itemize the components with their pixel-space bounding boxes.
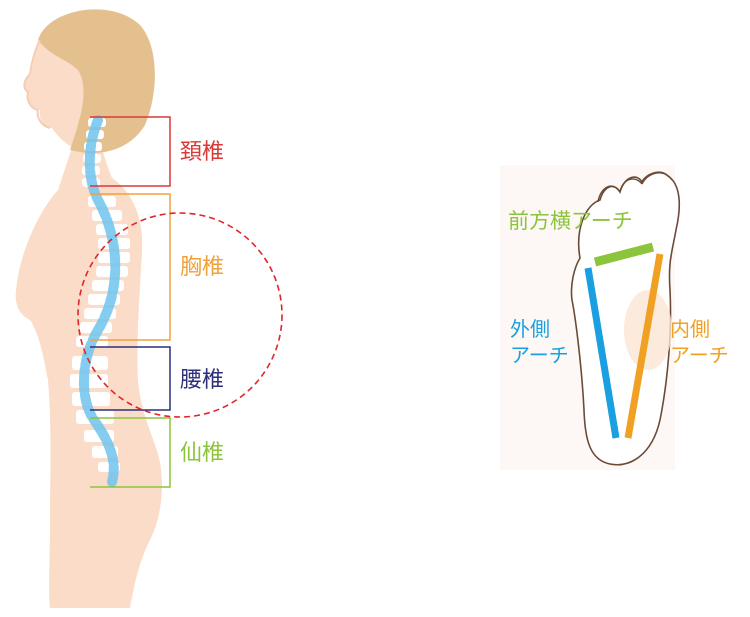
toe-outline-1 [597,185,621,203]
region-label-lumbar: 腰椎 [180,368,225,393]
toe-outline-2 [619,178,643,193]
outer-arch-bar [584,267,620,439]
inner-arch-label: 内側 アーチ [670,316,729,368]
spine-curve [79,115,121,487]
front-arch-bar [593,242,655,267]
sacral-bracket [90,417,171,488]
thoracic-bracket [90,193,171,341]
toe-outline-3 [641,172,673,185]
lumbar-bracket [90,346,171,411]
outer-arch-label-line2: アーチ [510,343,569,367]
cervical-bracket [90,116,171,187]
inner-arch-label-line2: アーチ [670,343,729,367]
highlight-circle [77,212,283,418]
outer-arch-label-line1: 外側 [510,317,550,341]
face-profile [23,39,51,129]
region-label-sacral: 仙椎 [180,441,225,466]
outer-arch-label: 外側 アーチ [510,316,569,368]
inner-arch-label-line1: 内側 [670,317,710,341]
inner-arch-bar [624,253,664,439]
region-label-cervical: 頚椎 [180,140,225,165]
region-label-thoracic: 胸椎 [180,255,225,280]
front-arch-label: 前方横アーチ [508,209,633,233]
